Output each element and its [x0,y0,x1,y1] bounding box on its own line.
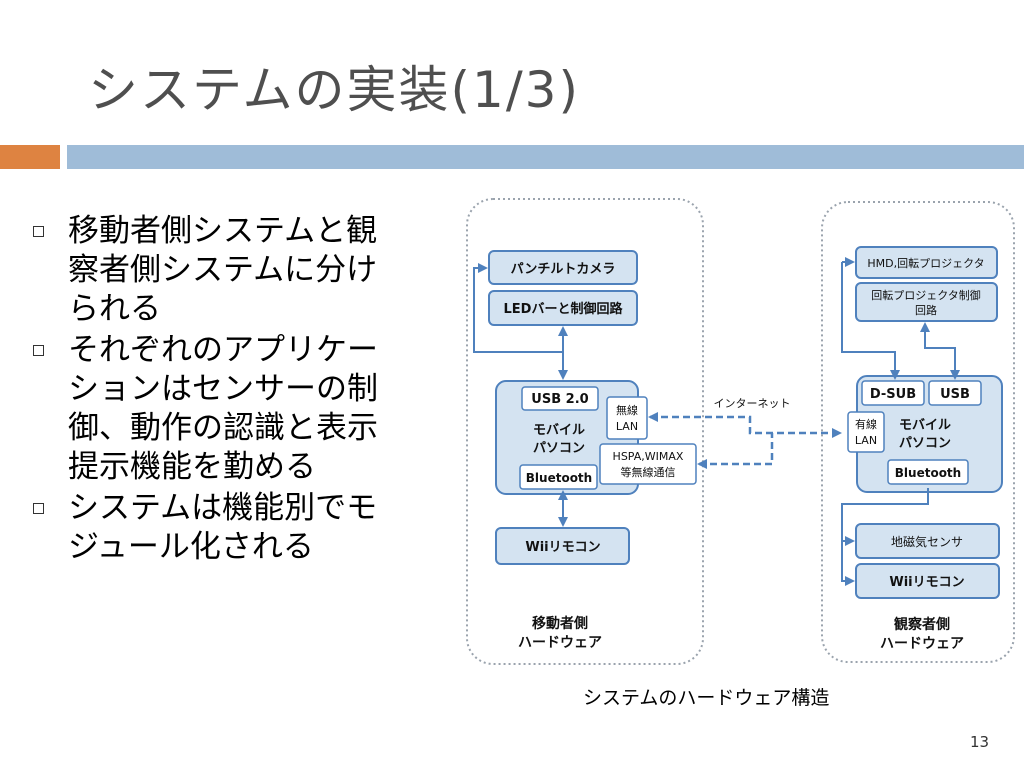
usb-label: USB [940,387,970,402]
dsub-box [861,380,925,406]
wlan-label-1: 無線 [616,403,638,417]
right-wii-connector [841,541,855,586]
hspa-label-2: 等無線通信 [621,465,676,479]
left-group-label-2: ハードウェア [518,635,602,651]
bullet-line: 移動者側システムと観 [68,213,378,249]
hspa-box [599,443,697,485]
projector-control-label-2: 回路 [915,304,937,317]
usb-box [928,380,982,406]
right-group-border [821,201,1015,663]
projector-control-connector [920,322,960,380]
usb20-box [521,386,599,411]
right-pc-label-2: パソコン [899,436,951,451]
bullet-item: システムは機能別でモ ジュール化される [30,489,455,567]
slide-title: システムの実装(1/3) [88,61,580,119]
bullet-line: られる [68,291,161,327]
internet-link-wlan [648,412,842,438]
wired-lan-box [847,411,885,453]
projector-control-box [855,282,998,322]
wired-lan-label-1: 有線 [855,417,877,431]
led-bar-label: LEDバーと制御回路 [504,301,624,317]
bullet-item: 移動者側システムと観 察者側システムに分け られる [30,212,455,329]
right-group-label-2: ハードウェア [880,636,964,652]
pantilt-camera-label: パンチルトカメラ [511,262,616,277]
bullet-square-icon [33,345,44,356]
right-pc-label-1: モバイル [899,418,951,433]
title-accent-bar [0,145,60,169]
page-number: 13 [970,733,990,751]
left-pc-label-1: モバイル [533,423,585,438]
led-bar-box [488,290,638,326]
geomag-box [855,523,1000,559]
bullet-line: システムは機能別でモ [68,490,378,526]
left-wii-label: Wiiリモコン [525,540,600,555]
geomag-label: 地磁気センサ [891,534,963,549]
hardware-diagram: パンチルトカメラ LEDバーと制御回路 USB 2.0 モバイル パソコン Bl… [466,198,1015,665]
hmd-label: HMD,回転プロジェクタ [867,257,984,270]
right-wii-box [855,563,1000,599]
right-bluetooth-label: Bluetooth [895,466,961,480]
hmd-box [855,246,998,279]
left-wii-box [495,527,630,565]
bullet-line: 提示機能を勤める [68,449,316,485]
bullet-item: それぞれのアプリケー ションはセンサーの制 御、動作の認識と表示 提示機能を勤め… [30,331,455,487]
projector-control-label-1: 回転プロジェクタ制御 [871,288,981,302]
internet-label: インターネット [714,397,791,410]
left-group-label-1: 移動者側 [532,615,588,632]
hmd-line [841,262,900,380]
right-wii-label: Wiiリモコン [889,575,964,590]
bullet-line: ションはセンサーの制 [68,371,378,407]
bullet-line: ジュール化される [68,529,314,565]
right-bluetooth-connector [841,488,929,546]
camera-connector [473,263,563,353]
left-bluetooth-box [519,464,598,490]
left-pc-label-2: パソコン [533,441,585,456]
title-divider-bar [67,145,1024,169]
left-bluetooth-label: Bluetooth [526,471,592,485]
hspa-label-1: HSPA,WIMAX [613,450,684,463]
diagram-caption: システムのハードウェア構造 [583,687,830,709]
bullet-square-icon [33,503,44,514]
bullet-line: それぞれのアプリケー [68,332,378,368]
internet-link-hspa [697,433,774,469]
usb20-label: USB 2.0 [531,392,588,407]
dsub-label: D-SUB [870,387,916,402]
bullet-line: 御、動作の認識と表示 [68,410,378,446]
wlan-label-2: LAN [616,420,638,433]
bullet-line: 察者側システムに分け [68,252,378,288]
pantilt-camera-box [488,250,638,285]
wired-lan-label-2: LAN [855,434,877,447]
wlan-box [606,396,648,440]
right-group-label-1: 観察者側 [894,616,950,633]
right-bluetooth-box [887,459,969,485]
bullet-square-icon [33,226,44,237]
bullet-list: 移動者側システムと観 察者側システムに分け られる それぞれのアプリケー ション… [30,212,455,569]
